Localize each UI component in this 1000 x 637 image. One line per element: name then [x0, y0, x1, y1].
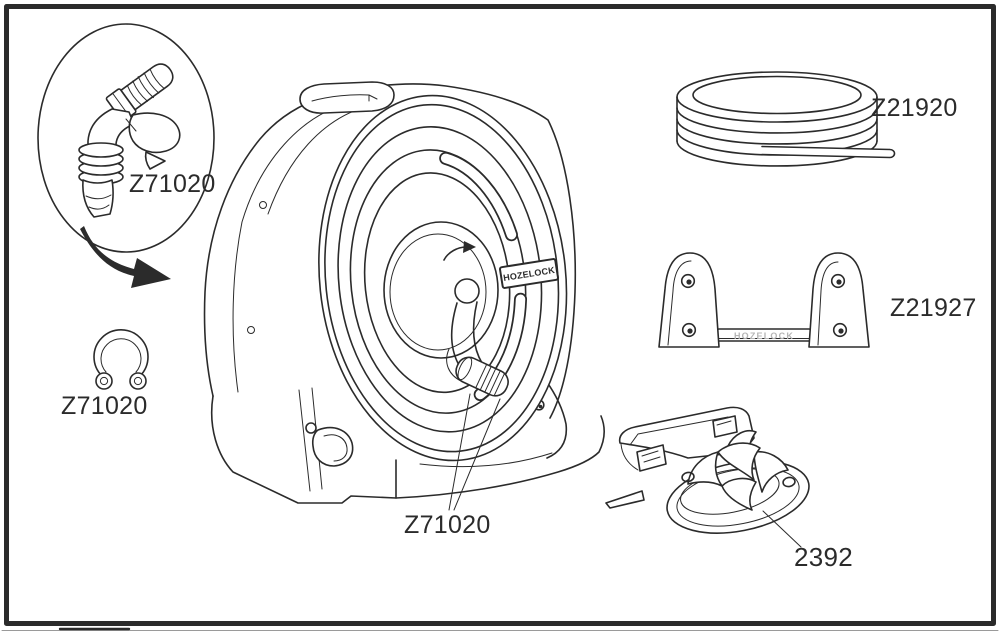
tap-connector-fitting: [305, 422, 354, 467]
reel-carry-handle: [299, 81, 395, 114]
balloon-pointer-arrow: [80, 226, 171, 288]
elbow-connector-drawing: [78, 63, 181, 218]
part-label-hose-coil: Z21920: [871, 94, 958, 122]
reel-hub: [454, 278, 480, 304]
wall-bracket-drawing: [658, 252, 870, 348]
circlip-drawing: [93, 329, 149, 390]
part-label-connector: Z71020: [129, 170, 216, 198]
bracket-brand-text: HOZELOCK: [733, 330, 795, 341]
detail-balloon: [37, 23, 215, 253]
part-label-crank: Z71020: [404, 511, 491, 539]
part-label-guide-plate: 2392: [794, 542, 854, 572]
part-label-circlip: Z71020: [61, 392, 148, 420]
hose-coil-drawing: [676, 71, 896, 167]
crank-leader-lines: [448, 393, 501, 511]
guide-plate-drawing: [605, 406, 810, 548]
rotation-arrow-icon: [443, 241, 476, 261]
frame-border: [1, 4, 999, 631]
hose-reel-drawing: [203, 81, 605, 504]
crank-handle-drawing: [446, 301, 509, 397]
part-label-wall-bracket: Z21927: [890, 294, 977, 322]
mold-mark: [636, 415, 738, 472]
reel-drum: [383, 221, 499, 359]
